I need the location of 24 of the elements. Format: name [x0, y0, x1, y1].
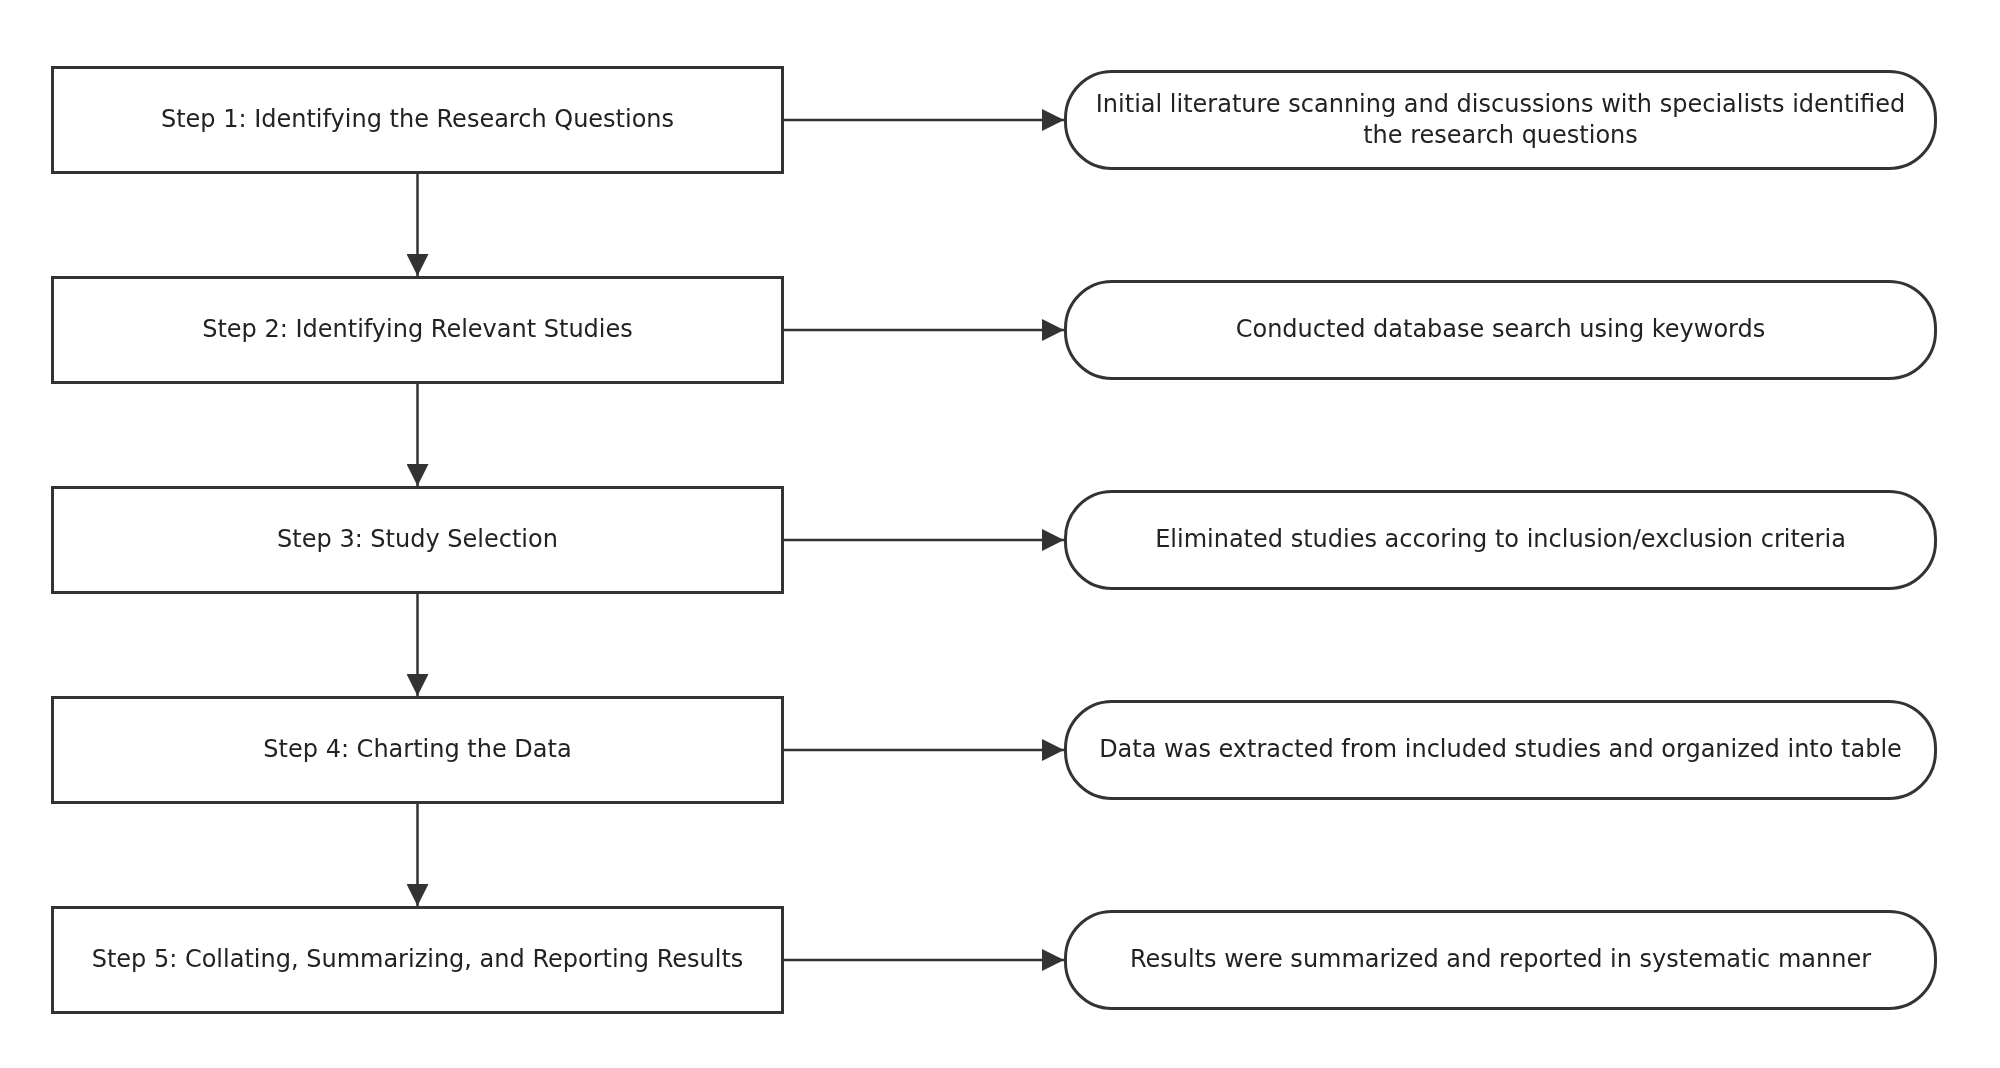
process-box — [51, 66, 784, 174]
arrow — [406, 384, 429, 486]
node-text: Step 2: Identifying Relevant Studies — [202, 314, 633, 346]
arrow — [406, 594, 429, 696]
node-text: Initial literature scanning and discussions with specialists identified the research questions — [1094, 88, 1907, 151]
process-box — [51, 486, 784, 594]
arrow — [784, 529, 1064, 551]
arrow — [406, 174, 429, 276]
process-box — [51, 276, 784, 384]
arrow — [784, 949, 1064, 971]
arrow — [784, 739, 1064, 761]
node-text: Eliminated studies accoring to inclusion/exclusion criteria — [1155, 524, 1846, 556]
process-box — [51, 906, 784, 1014]
node-text: Data was extracted from included studies and organized into table — [1099, 734, 1902, 766]
node-text: Step 3: Study Selection — [277, 524, 558, 556]
node-text: Conducted database search using keywords — [1235, 314, 1766, 346]
node-text: Step 4: Charting the Data — [263, 734, 572, 766]
arrow — [784, 319, 1064, 341]
arrow — [406, 804, 429, 906]
node-text: Step 5: Collating, Summarizing, and Reporting Results — [91, 944, 744, 976]
node-text: Results were summarized and reported in systematic manner — [1129, 944, 1872, 976]
arrow — [784, 109, 1064, 131]
node-text: Step 1: Identifying the Research Questions — [160, 104, 675, 136]
process-box — [51, 696, 784, 804]
